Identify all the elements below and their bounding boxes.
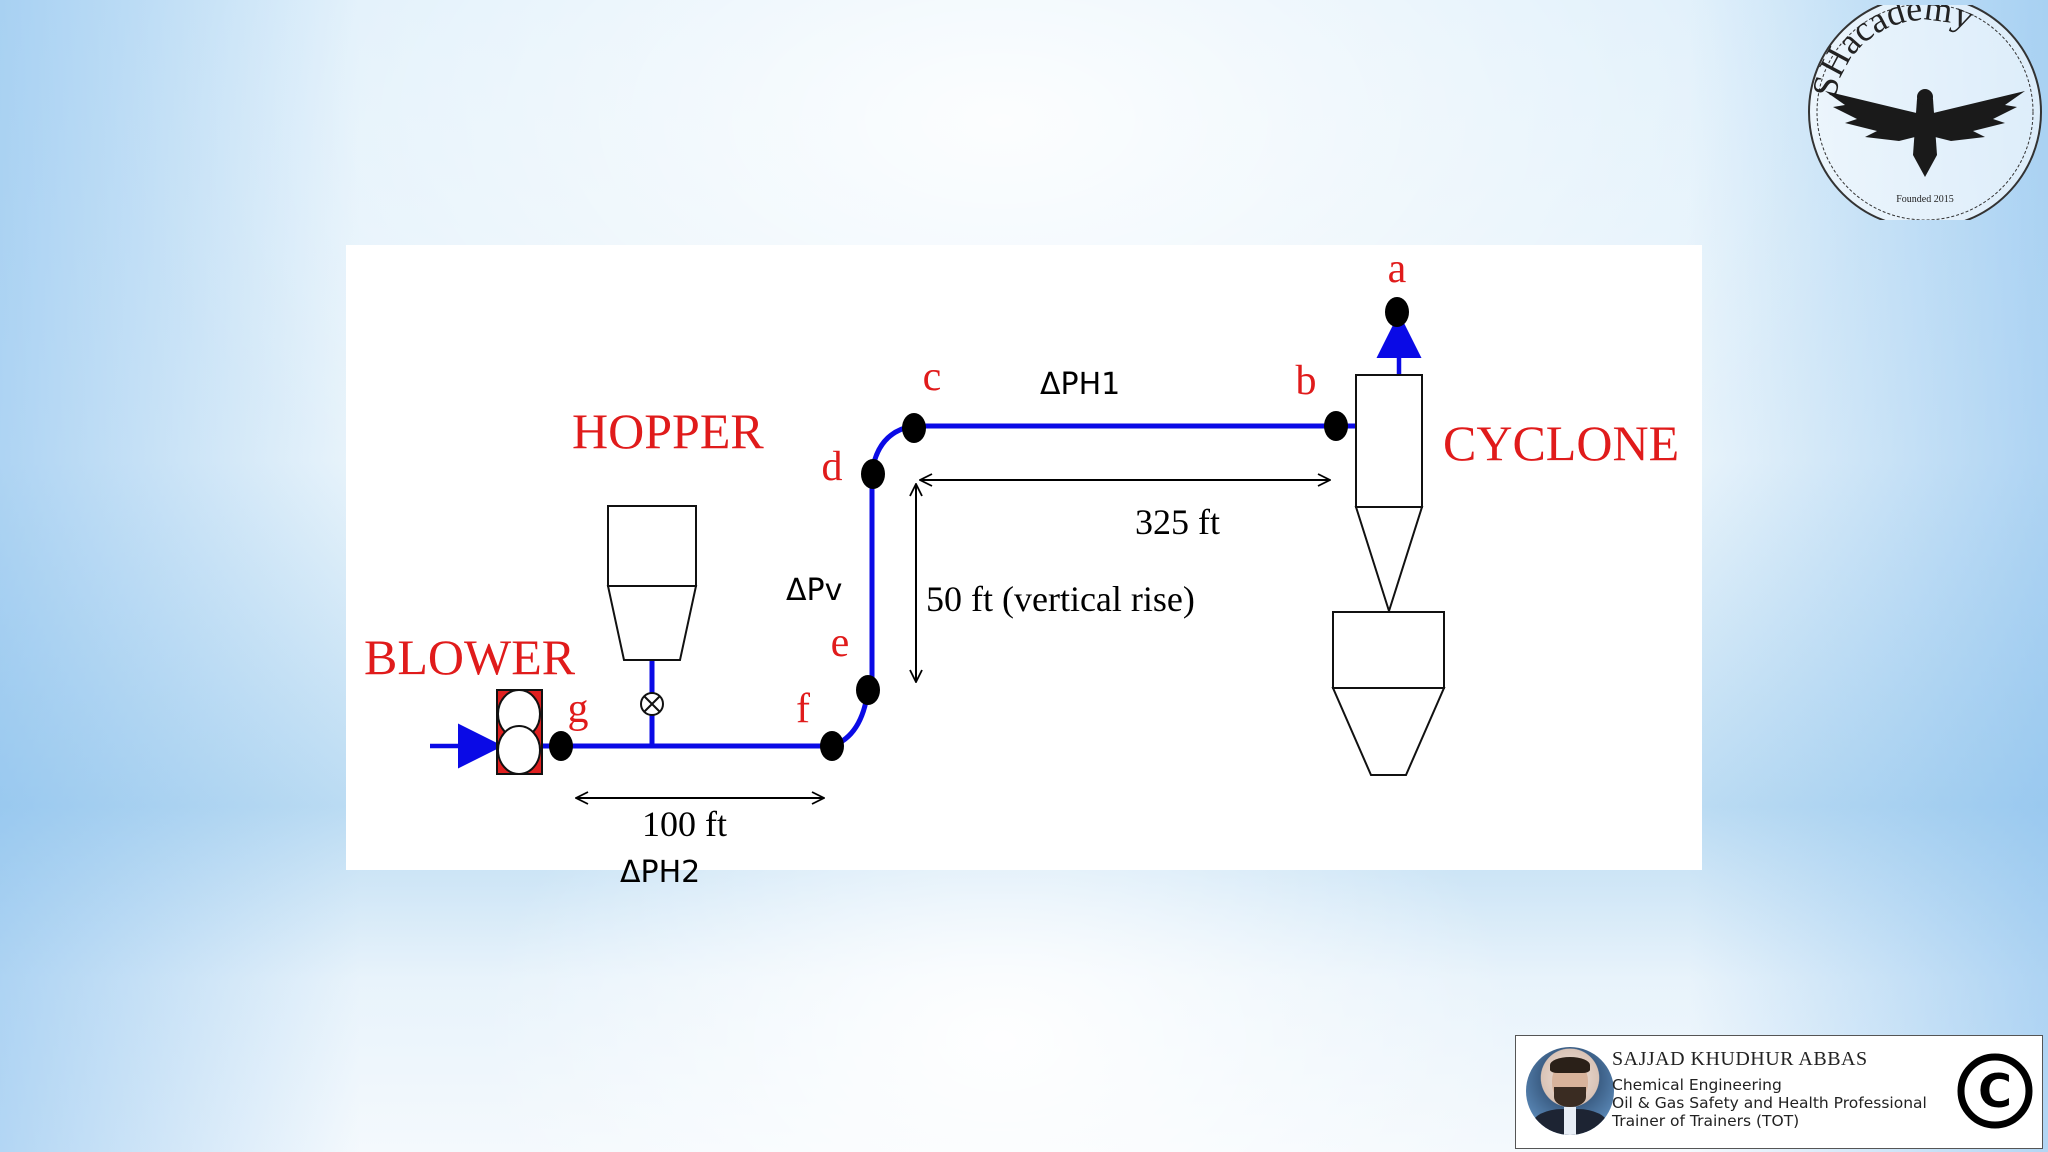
node-a [1385, 297, 1409, 327]
label-50-ft: 50 ft (vertical rise) [926, 579, 1195, 619]
label-delta-pv: ΔPv [786, 573, 842, 608]
label-d: d [822, 444, 843, 490]
shacademy-logo: SHacademy Founded 2015 [1804, 0, 2045, 229]
author-line-1: Chemical Engineering [1612, 1076, 1782, 1094]
dimension-lines [576, 480, 1330, 798]
copyright-icon: C [1957, 1053, 2033, 1129]
hopper-symbol [606, 505, 698, 716]
logo-founded: Founded 2015 [1896, 194, 1954, 205]
node-b [1324, 411, 1348, 441]
author-line-2: Oil & Gas Safety and Health Professional [1612, 1094, 1927, 1112]
label-a: a [1388, 246, 1407, 292]
label-blower: BLOWER [364, 629, 576, 685]
avatar [1526, 1047, 1614, 1135]
label-f: f [796, 686, 810, 732]
diagram-panel [346, 245, 1702, 870]
label-100-ft: 100 ft [642, 804, 727, 844]
author-name: SAJJAD KHUDHUR ABBAS [1612, 1048, 1868, 1070]
node-e [856, 675, 880, 705]
label-delta-ph1: ΔPH1 [1040, 367, 1120, 402]
label-325-ft: 325 ft [1135, 502, 1220, 542]
nodes [549, 297, 1409, 761]
author-line-3: Trainer of Trainers (TOT) [1612, 1112, 1800, 1130]
node-f [820, 731, 844, 761]
label-c: c [923, 354, 942, 400]
svg-text:C: C [1978, 1064, 2012, 1118]
node-g [549, 731, 573, 761]
label-g: g [568, 686, 589, 732]
author-credit-card: SAJJAD KHUDHUR ABBAS Chemical Engineerin… [1515, 1035, 2043, 1149]
eagle-icon [1825, 89, 2025, 177]
label-e: e [831, 620, 850, 666]
node-c [902, 413, 926, 443]
blower-symbol [496, 689, 543, 775]
label-delta-ph2: ΔPH2 [620, 855, 700, 890]
label-b: b [1296, 358, 1317, 404]
label-hopper: HOPPER [572, 403, 764, 459]
cyclone-symbol [1331, 374, 1446, 776]
label-cyclone: CYCLONE [1443, 415, 1679, 471]
node-d [861, 459, 885, 489]
